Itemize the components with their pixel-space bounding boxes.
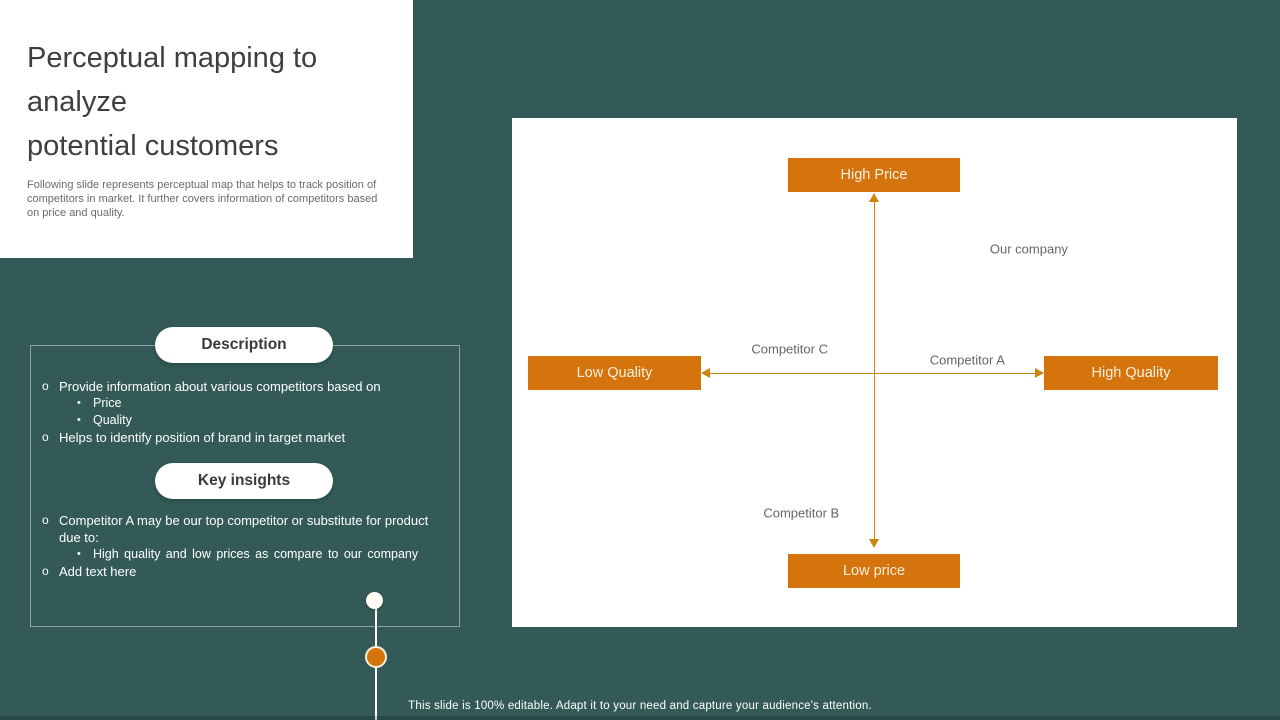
- list-subitem-text: Quality: [93, 413, 132, 427]
- key-insights-list: o Competitor A may be our top competitor …: [40, 512, 442, 580]
- list-subitem: • High quality and low prices as compare …: [40, 546, 442, 563]
- bullet-dot-icon: •: [77, 397, 81, 409]
- list-item-text: Helps to identify position of brand in t…: [59, 430, 346, 445]
- axis-label-low-price: Low price: [788, 554, 960, 588]
- bullet-dot-icon: •: [77, 414, 81, 426]
- list-item-text: Competitor A may be our top competitor o…: [59, 513, 429, 545]
- list-item-text: Provide information about various compet…: [59, 379, 381, 394]
- footer-note: This slide is 100% editable. Adapt it to…: [408, 700, 872, 712]
- description-section-label: Description: [155, 327, 333, 363]
- list-item: o Helps to identify position of brand in …: [40, 429, 442, 446]
- list-subitem: • Price: [40, 395, 442, 412]
- bullet-circle-icon: o: [42, 513, 49, 527]
- map-point-label-competitor-a: Competitor A: [929, 352, 1005, 368]
- axis-label-high-quality: High Quality: [1044, 356, 1218, 390]
- list-item: o Add text here: [40, 563, 442, 580]
- bullet-circle-icon: o: [42, 564, 49, 578]
- slide-bottom-edge: [0, 716, 1280, 720]
- page-title-line-2: potential customers: [27, 130, 279, 162]
- perceptual-map-panel: High Price Low Quality High Quality Low …: [512, 118, 1237, 627]
- map-point-label-competitor-c: Competitor C: [751, 341, 828, 357]
- list-subitem: • Quality: [40, 412, 442, 429]
- bullet-circle-icon: o: [42, 379, 49, 393]
- description-list: o Provide information about various compe…: [40, 378, 442, 446]
- title-card: Perceptual mapping to analyze potential …: [0, 0, 413, 258]
- arrow-down-icon: [869, 539, 879, 548]
- bullet-circle-icon: o: [42, 430, 49, 444]
- key-insights-section-label: Key insights: [155, 463, 333, 499]
- list-item: o Competitor A may be our top competitor …: [40, 512, 442, 546]
- connector-circle-orange: [365, 646, 387, 668]
- key-insights-label-text: Key insights: [197, 472, 291, 489]
- arrow-up-icon: [869, 193, 879, 202]
- page-subtitle: Following slide represents perceptual ma…: [27, 179, 378, 219]
- axis-label-low-quality: Low Quality: [528, 356, 701, 390]
- axis-label-high-price: High Price: [788, 158, 960, 192]
- bullet-dot-icon: •: [77, 548, 81, 560]
- page-title-line-1: Perceptual mapping to analyze: [27, 42, 318, 118]
- map-point-label-competitor-b: Competitor B: [763, 505, 840, 521]
- quality-axis-line: [706, 372, 1040, 374]
- map-point-label-our-company: Our company: [989, 241, 1068, 257]
- arrow-right-icon: [1035, 368, 1044, 378]
- description-label-text: Description: [201, 336, 287, 353]
- list-subitem-text: High quality and low prices as compare t…: [93, 547, 419, 561]
- arrow-left-icon: [701, 368, 710, 378]
- connector-circle-white: [366, 592, 383, 609]
- price-axis-line: [873, 198, 875, 544]
- list-item-text: Add text here: [59, 564, 137, 579]
- list-item: o Provide information about various compe…: [40, 378, 442, 395]
- list-subitem-text: Price: [93, 396, 122, 410]
